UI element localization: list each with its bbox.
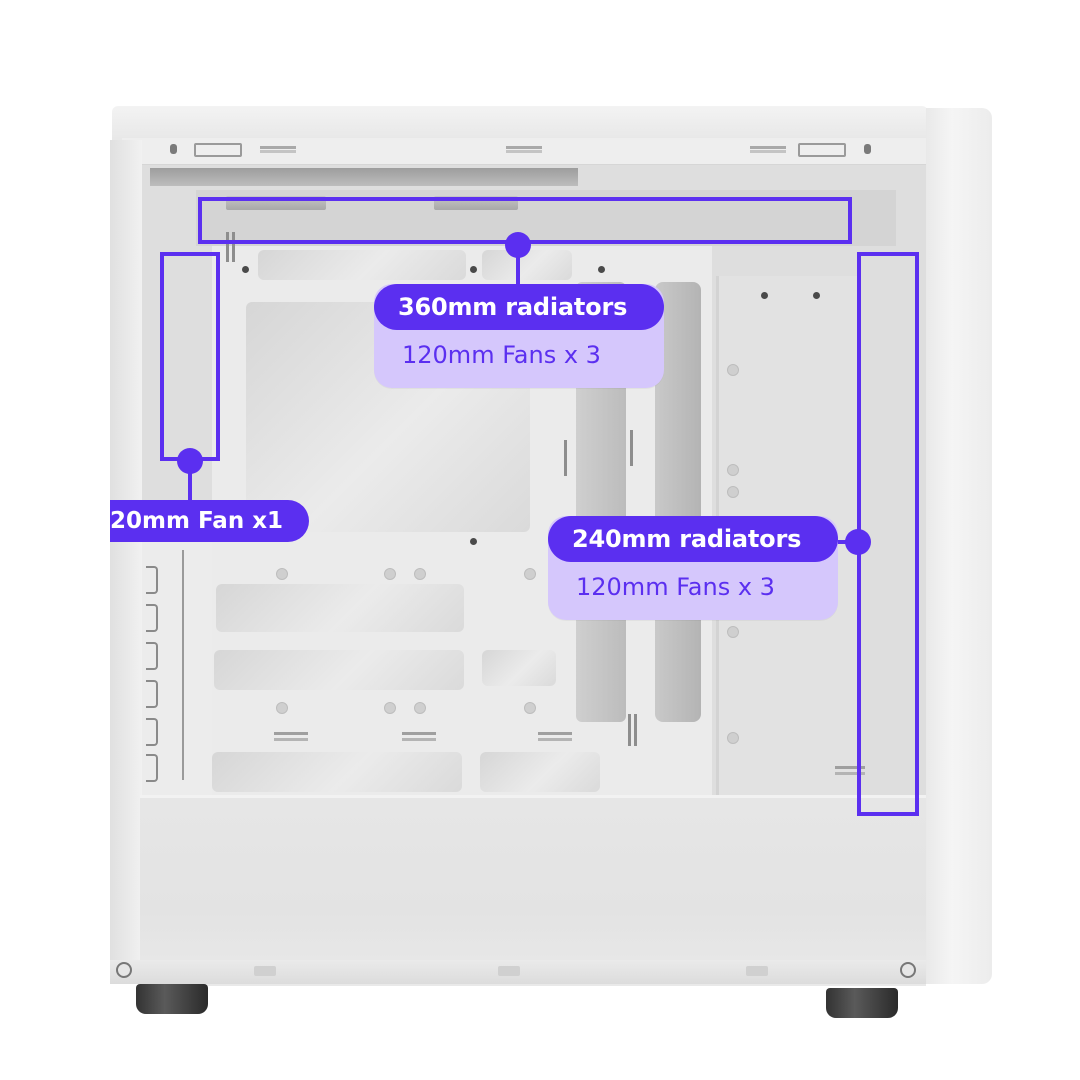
thumbscrew-icon [900, 962, 916, 978]
standoff [384, 702, 396, 714]
front-panel [926, 108, 992, 984]
case-foot-right [826, 988, 898, 1018]
case-foot-left [136, 984, 208, 1014]
bottom-vent [746, 966, 768, 976]
standoff-screw [470, 538, 477, 545]
bracket-standoff [727, 364, 739, 376]
standoff [276, 568, 288, 580]
io-label-mark [506, 146, 542, 149]
tray-cutout [480, 752, 600, 792]
io-label-mark [750, 146, 786, 149]
bracket-marking [835, 766, 865, 769]
vent-slot [564, 440, 567, 476]
pcie-slot-cover [146, 566, 158, 594]
front-callout-subtitle: 120mm Fans x 3 [576, 573, 775, 601]
power-button-icon [170, 144, 177, 154]
usb-port-group-icon [194, 143, 242, 157]
vent-slot [232, 232, 235, 262]
tray-cutout [482, 650, 556, 686]
top-callout-title: 360mm radiators [374, 284, 664, 330]
front-io-strip [122, 138, 928, 166]
vent-slot [628, 714, 631, 746]
rear-frame [110, 140, 142, 982]
rear-connector-dot [177, 448, 203, 474]
standoff [414, 568, 426, 580]
standoff [524, 702, 536, 714]
tray-cutout [258, 250, 466, 280]
standoff-screw [598, 266, 605, 273]
tray-marking [274, 732, 308, 735]
front-callout-title: 240mm radiators [548, 516, 838, 562]
thumbscrew-icon [116, 962, 132, 978]
pcie-slot-cover [146, 642, 158, 670]
rear-fan-zone-outline [160, 252, 220, 461]
pcie-slot-cover [146, 754, 158, 782]
standoff [276, 702, 288, 714]
io-label-mark [260, 146, 296, 149]
vent-slot [630, 430, 633, 466]
pcie-slot-cover [146, 718, 158, 746]
standoff-screw [242, 266, 249, 273]
bracket-screw [761, 292, 768, 299]
standoff [414, 702, 426, 714]
vent-slot [226, 232, 229, 262]
standoff-screw [470, 266, 477, 273]
bracket-standoff [727, 626, 739, 638]
expansion-slot-area [142, 540, 212, 795]
front-callout: 240mm radiators 120mm Fans x 3 [548, 516, 838, 620]
tray-cutout [214, 650, 464, 690]
usb-port-group-icon [798, 143, 846, 157]
front-connector-dot [845, 529, 871, 555]
top-connector-dot [505, 232, 531, 258]
standoff [384, 568, 396, 580]
bottom-vent [498, 966, 520, 976]
rear-callout-title: 20mm Fan x1 [110, 500, 310, 542]
tray-cutout [482, 250, 572, 280]
tray-cutout [212, 752, 462, 792]
pcie-slot-cover [146, 604, 158, 632]
top-callout: 360mm radiators 120mm Fans x 3 [374, 284, 664, 388]
tray-cutout [216, 584, 464, 632]
tray-marking [402, 732, 436, 735]
rear-connector-line [188, 460, 192, 504]
bottom-vent [254, 966, 276, 976]
reset-button-icon [864, 144, 871, 154]
bracket-standoff [727, 464, 739, 476]
case-top-panel [112, 106, 928, 142]
standoff [524, 568, 536, 580]
bracket-screw [813, 292, 820, 299]
tray-marking [538, 732, 572, 735]
psu-shroud [140, 795, 926, 986]
slot-divider [182, 550, 184, 780]
case-bottom [110, 960, 926, 984]
top-connector-line [516, 244, 520, 288]
pcie-slot-cover [146, 680, 158, 708]
bracket-standoff [727, 486, 739, 498]
top-callout-subtitle: 120mm Fans x 3 [402, 341, 601, 369]
vent-slot [634, 714, 637, 746]
bracket-standoff [727, 732, 739, 744]
interior-top-shadow [150, 168, 578, 186]
